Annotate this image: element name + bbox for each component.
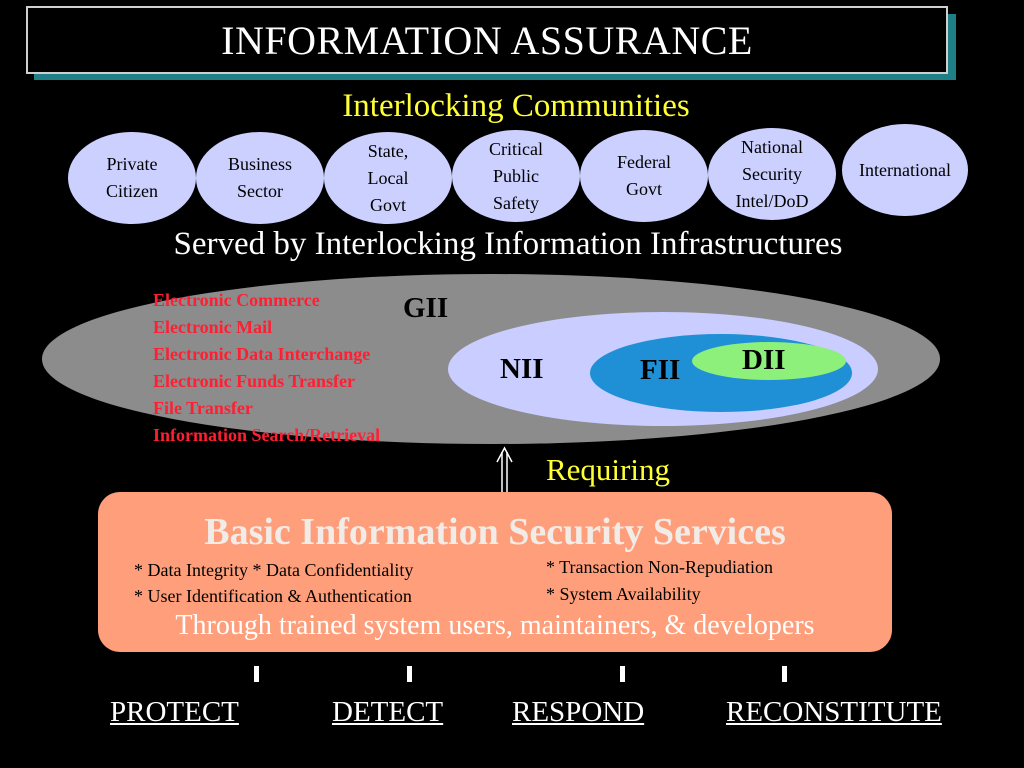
basic-services-box <box>98 492 892 652</box>
community-oval-critical-public-safety: Critical Public Safety <box>452 130 580 222</box>
basic-service-item: * User Identification & Authentication <box>134 586 412 606</box>
gii-label: GII <box>403 292 449 324</box>
nii-label: NII <box>500 353 544 385</box>
action-reconstitute: RECONSTITUTE <box>726 696 942 728</box>
dii-ellipse <box>692 342 846 380</box>
action-detect: DETECT <box>332 696 444 728</box>
service-item: Electronic Mail <box>153 317 273 337</box>
community-label: International <box>859 159 951 180</box>
dii-label: DII <box>742 344 786 376</box>
community-label: Business Sector <box>227 154 292 201</box>
basic-services-title: Basic Information Security Services <box>204 511 786 553</box>
community-oval-business-sector: Business Sector <box>196 132 324 224</box>
community-label: Private Citizen <box>106 154 158 201</box>
action-protect: PROTECT <box>110 696 239 728</box>
community-oval-state-local-govt: State, Local Govt <box>324 132 452 224</box>
basic-service-item: * Data Integrity * Data Confidentiality <box>134 560 414 580</box>
community-label: Federal Govt <box>617 152 671 199</box>
community-label: National Security Intel/DoD <box>735 136 809 211</box>
connector-tick <box>254 666 259 682</box>
community-oval-federal-govt: Federal Govt <box>580 130 708 222</box>
community-oval-private-citizen: Private Citizen <box>68 132 196 224</box>
fii-label: FII <box>640 354 681 386</box>
requiring-label: Requiring <box>546 452 670 487</box>
subtitle-communities: Interlocking Communities <box>342 88 690 124</box>
service-item: File Transfer <box>153 398 253 418</box>
page-title: INFORMATION ASSURANCE <box>26 6 948 74</box>
community-label: State, Local Govt <box>367 140 409 215</box>
community-label: Critical Public Safety <box>489 138 543 213</box>
served-by-heading: Served by Interlocking Information Infra… <box>173 226 843 262</box>
connector-tick <box>620 666 625 682</box>
services-list: Electronic Commerce Electronic Mail Elec… <box>153 287 380 449</box>
service-item: Electronic Commerce <box>153 290 320 310</box>
action-respond: RESPOND <box>512 696 645 728</box>
up-arrow-icon <box>496 446 513 494</box>
service-item: Electronic Funds Transfer <box>153 371 355 391</box>
community-oval-international: International <box>842 124 968 216</box>
basic-service-item: * System Availability <box>546 584 701 604</box>
service-item: Information Search/Retrieval <box>153 425 381 445</box>
community-oval-national-security: National Security Intel/DoD <box>708 128 836 220</box>
basic-services-through: Through trained system users, maintainer… <box>175 610 815 641</box>
service-item: Electronic Data Interchange <box>153 344 371 364</box>
connector-tick <box>782 666 787 682</box>
basic-service-item: * Transaction Non-Repudiation <box>546 557 773 577</box>
connector-tick <box>407 666 412 682</box>
